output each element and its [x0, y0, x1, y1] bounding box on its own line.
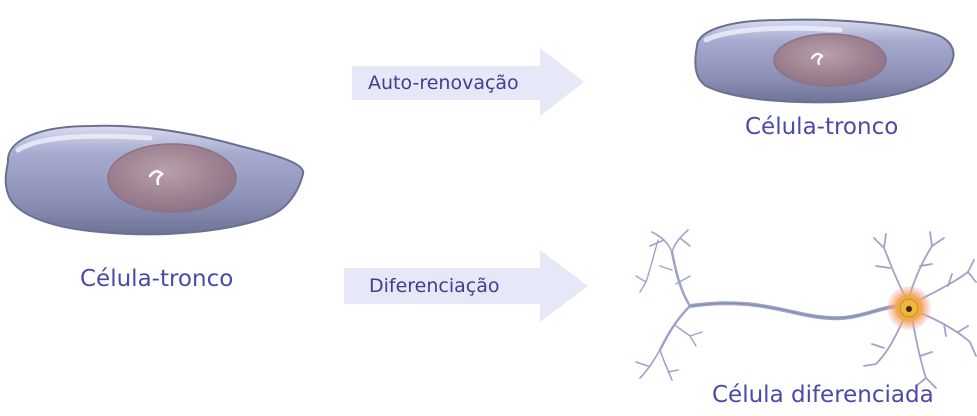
differentiation-label: Diferenciação — [369, 275, 500, 297]
differentiated-cell-label: Célula diferenciada — [712, 382, 934, 408]
stem-cell-right-label: Célula-tronco — [745, 114, 898, 140]
stem-cell-left-label: Célula-tronco — [80, 266, 233, 292]
stem-cell-icon — [695, 20, 953, 103]
neuron-nucleolus — [906, 306, 912, 312]
self-renewal-label: Auto-renovação — [368, 72, 519, 94]
stem-cell-icon — [6, 126, 304, 235]
